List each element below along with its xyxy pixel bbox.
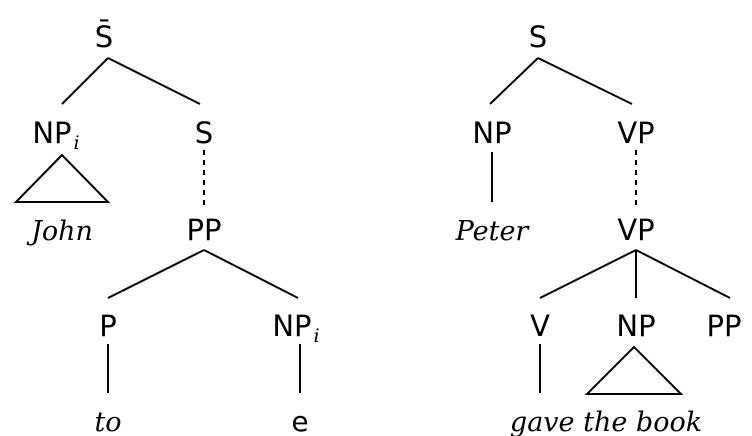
triangle-john bbox=[13, 153, 111, 203]
triangle-the-book bbox=[584, 345, 684, 395]
leaf-john: John bbox=[26, 216, 93, 247]
edge-s-np bbox=[489, 57, 539, 105]
node-p: P bbox=[99, 309, 117, 343]
edge-s-vp bbox=[537, 57, 633, 105]
leaf-to: to bbox=[94, 407, 121, 436]
node-s-right: S bbox=[529, 20, 547, 54]
right-tree: S NP VP Peter VP V NP PP gave the book bbox=[455, 20, 742, 436]
leaf-peter: Peter bbox=[455, 216, 531, 247]
edge-vp-pp bbox=[635, 249, 731, 299]
edge-pp-p bbox=[107, 249, 205, 299]
node-np-2: NP bbox=[616, 309, 655, 343]
node-pp-right: PP bbox=[707, 309, 742, 343]
node-np-right: NP bbox=[472, 116, 511, 150]
node-v: V bbox=[530, 309, 550, 343]
node-sbar: S̄ bbox=[95, 20, 113, 54]
node-vp-2: VP bbox=[617, 213, 654, 247]
leaf-e: e bbox=[291, 405, 308, 436]
node-s: S bbox=[195, 116, 213, 150]
edge-vp-v bbox=[539, 249, 637, 299]
edge-sbar-s bbox=[107, 57, 201, 105]
leaf-gave-the-book: gave the book bbox=[510, 407, 702, 436]
node-pp: PP bbox=[187, 213, 222, 247]
node-vp: VP bbox=[617, 116, 654, 150]
edge-pp-np bbox=[203, 249, 299, 299]
edge-sbar-np bbox=[61, 57, 109, 105]
